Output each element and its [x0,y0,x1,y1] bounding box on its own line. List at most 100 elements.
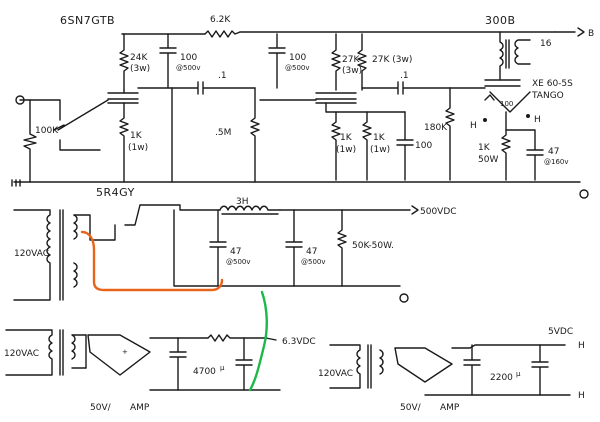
filament-hum-pot [484,91,531,113]
cap-psu-1-volt: @500v [226,258,251,266]
resistor-180k [445,87,455,181]
heater1-resistor [207,334,277,342]
cap-bias-label: 47 [548,147,559,157]
cap-psu-1-label: 47 [230,247,241,257]
otx-tap-label: 16 [540,39,552,49]
resistor-24k-watt: (3w) [130,64,150,74]
resistor-1k-cathode-2a [331,111,341,181]
bleeder-label: 50K-50W. [352,241,394,251]
resistor-27k-a-watt: (3w) [342,66,362,76]
heater-supply-1: 120VAC + 6.3VDC 4700 µ 50V/ AMP [4,290,316,413]
heater2-xfmr-rating: AMP [440,403,460,413]
heater-node-right [526,114,530,118]
psu-ground-terminal-icon [399,293,409,303]
heater2-primary [329,344,361,389]
heater1-xfmr-label: 50V/ [90,403,112,413]
heater2-core [367,344,372,389]
resistor-bias-watt: 50W [478,155,498,165]
cap-100uf-1-label: 100 [180,53,197,63]
resistor-27k-a-label: 27K [342,55,360,65]
heater2-cap-label: 2200 [490,373,513,383]
resistor-500k-grid [250,87,260,183]
cap-100-cathode-label: 100 [415,141,432,151]
cap-100uf-2-label: 100 [289,53,306,63]
heater2-cap-mark: µ [516,370,521,378]
heater2-h2: H [578,391,585,401]
resistor-1k-1-label: 1K [130,131,143,141]
resistor-1k-2b-watt: (1w) [370,145,390,155]
heater-h-left: H [470,121,477,131]
resistor-500k-label: .5M [215,128,231,138]
psu-secondary [73,214,78,288]
heater1-cap-label: 4700 [193,367,216,377]
cap-psu-2-label: 47 [306,247,317,257]
heater1-xfmr-rating: AMP [130,403,150,413]
amplifier-stage: 6.2K B 6SN7GTB 300B 24K (3w) 100 @500v 1… [11,14,594,199]
resistor-1k-1-watt: (1w) [128,143,148,153]
b-plus-arrow-icon [411,205,419,215]
heater2-secondary [379,349,384,375]
psu-primary [13,209,51,301]
output-tube-label: 300B [485,14,516,27]
heater1-cap-a [169,337,187,391]
resistor-1k-2a-label: 1K [340,133,353,143]
heater2-mains-label: 120VAC [318,369,353,379]
cap-100uf-1 [159,33,177,89]
resistor-bias-label: 1K [478,143,491,153]
resistor-24k-label: 24K [130,53,148,63]
cap-47-bias [505,129,544,181]
tube-6sn7-section-2 [259,92,357,104]
heater1-bridge [85,334,151,376]
heater2-out-label: 5VDC [548,327,573,337]
input-wire [29,99,101,151]
ground-symbol-icon [11,179,21,187]
heater1-cap-b [235,337,253,391]
psu-ground-rail [173,209,401,287]
cap-100uf-2 [268,33,286,89]
heater2-cap-a [463,344,481,396]
tube-6sn7-section-1 [107,92,139,104]
cap-100uf-1-volt: @500v [176,64,201,72]
cap-psu-2-volt: @500v [301,258,326,266]
hum-pot-label: 100 [500,100,513,108]
pot-wiper [53,99,109,131]
resistor-6k2-label: 6.2K [210,15,231,25]
b-terminal-arrow [577,27,585,37]
choke-3h [219,205,281,215]
cap-coupling-2 [361,81,451,95]
otx-secondary [514,39,531,65]
b-plus-rail [121,31,556,35]
input-jack-icon [15,95,25,105]
heater2-rail [451,344,566,349]
resistor-50k-bleeder [337,209,347,287]
heater2-cap-b [531,344,549,396]
heater-supply-2: 120VAC 5VDC H H 2200 µ 50V/ AMP [318,327,585,413]
volume-pot-label: 100K [35,126,59,136]
cap-bias-volt: @160v [544,158,569,166]
otx-brand-label: TANGO [531,91,564,101]
otx-core [505,39,510,69]
psu-mains-label: 120VAC [14,249,49,259]
heater2-h1: H [578,341,585,351]
resistor-1k-2b-label: 1K [373,133,386,143]
otx-model-label: XE 60-5S [532,79,573,89]
heater2-xfmr-label: 50V/ [400,403,422,413]
cap-47-psu-2 [285,209,303,287]
resistor-27k-a [331,33,341,91]
volume-pot [19,99,37,183]
heater2-bridge [394,347,453,383]
heater-node-left [483,118,487,122]
resistor-24k [119,33,129,91]
b-plus-label: 500VDC [420,207,457,217]
resistor-1k-cathode-2b [362,111,372,181]
resistor-1k-cathode-1 [119,102,129,183]
driver-tube-label: 6SN7GTB [60,14,115,27]
cap-47-psu-1 [209,209,227,287]
resistor-6k2 [204,30,241,38]
resistor-27k-b [357,33,367,91]
cap-coupling-2-label: .1 [400,71,409,81]
cap-100uf-2-volt: @500v [285,64,310,72]
cap-coupling-1-label: .1 [218,71,227,81]
heater1-out-label: 6.3VDC [282,337,316,347]
